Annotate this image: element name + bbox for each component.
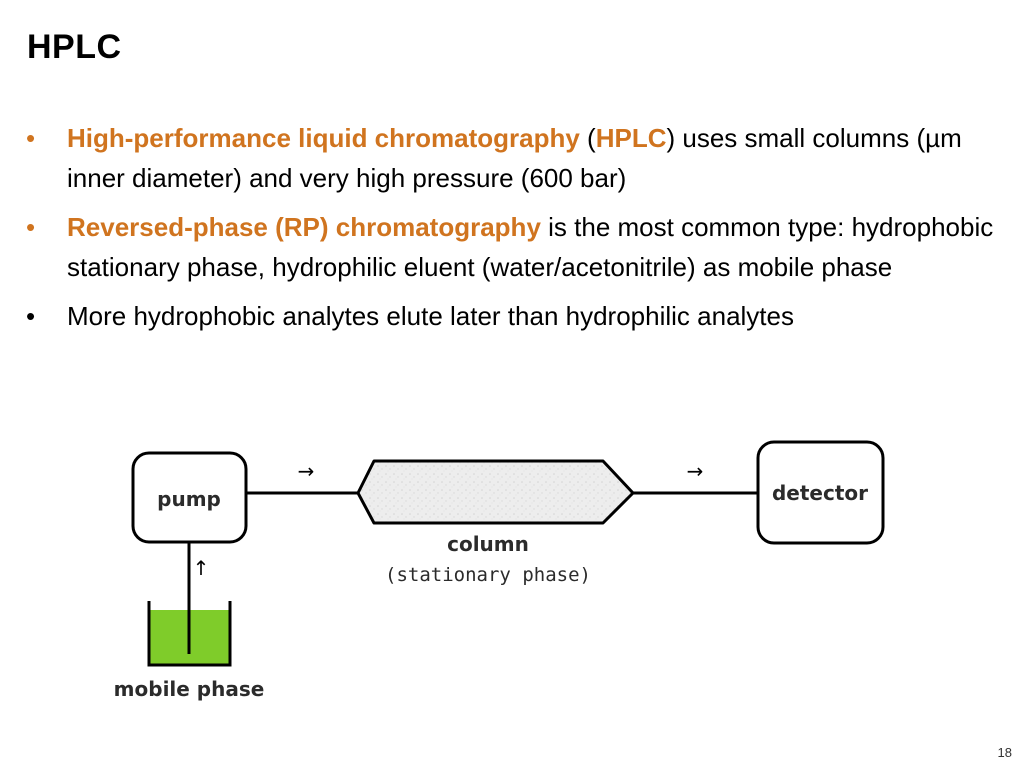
detector-label: detector <box>772 481 868 505</box>
reservoir-container <box>147 601 232 667</box>
bullet-item-elution: • More hydrophobic analytes elute later … <box>24 296 994 336</box>
bullet-term: Reversed-phase (RP) chromatography <box>67 212 541 242</box>
bullet-term: High-performance liquid chromatography <box>67 123 580 153</box>
column-shape <box>356 459 635 525</box>
bullet-text: is the most common type: hydrophobic sta… <box>67 212 994 282</box>
bullet-item-hplc: • High-performance liquid chromatography… <box>24 118 994 198</box>
pump-label: pump <box>157 487 221 511</box>
bullet-text: ( <box>579 123 596 153</box>
flow-arrow-up-icon: ↑ <box>193 556 210 580</box>
bullet-term-abbrev: HPLC <box>595 123 667 153</box>
bullet-list: • High-performance liquid chromatography… <box>24 118 994 345</box>
column-label: column <box>447 532 529 556</box>
column-sublabel: (stationary phase) <box>385 564 591 586</box>
bullet-marker: • <box>26 212 36 242</box>
mobile-phase-label: mobile phase <box>114 677 265 701</box>
pump-box <box>131 451 248 544</box>
slide-title: HPLC <box>27 28 122 66</box>
flow-arrow-right-icon: → <box>298 459 315 483</box>
bullet-marker: • <box>26 301 36 331</box>
bullet-text: More hydrophobic analytes elute later th… <box>67 301 794 331</box>
page-number: 18 <box>997 745 1012 760</box>
flow-arrow-right-icon: → <box>687 459 704 483</box>
bullet-marker: • <box>26 123 36 153</box>
bullet-item-rp: • Reversed-phase (RP) chromatography is … <box>24 207 994 287</box>
bullet-text: ) uses small columns (µm inner diameter)… <box>67 123 962 193</box>
detector-box <box>756 440 885 545</box>
